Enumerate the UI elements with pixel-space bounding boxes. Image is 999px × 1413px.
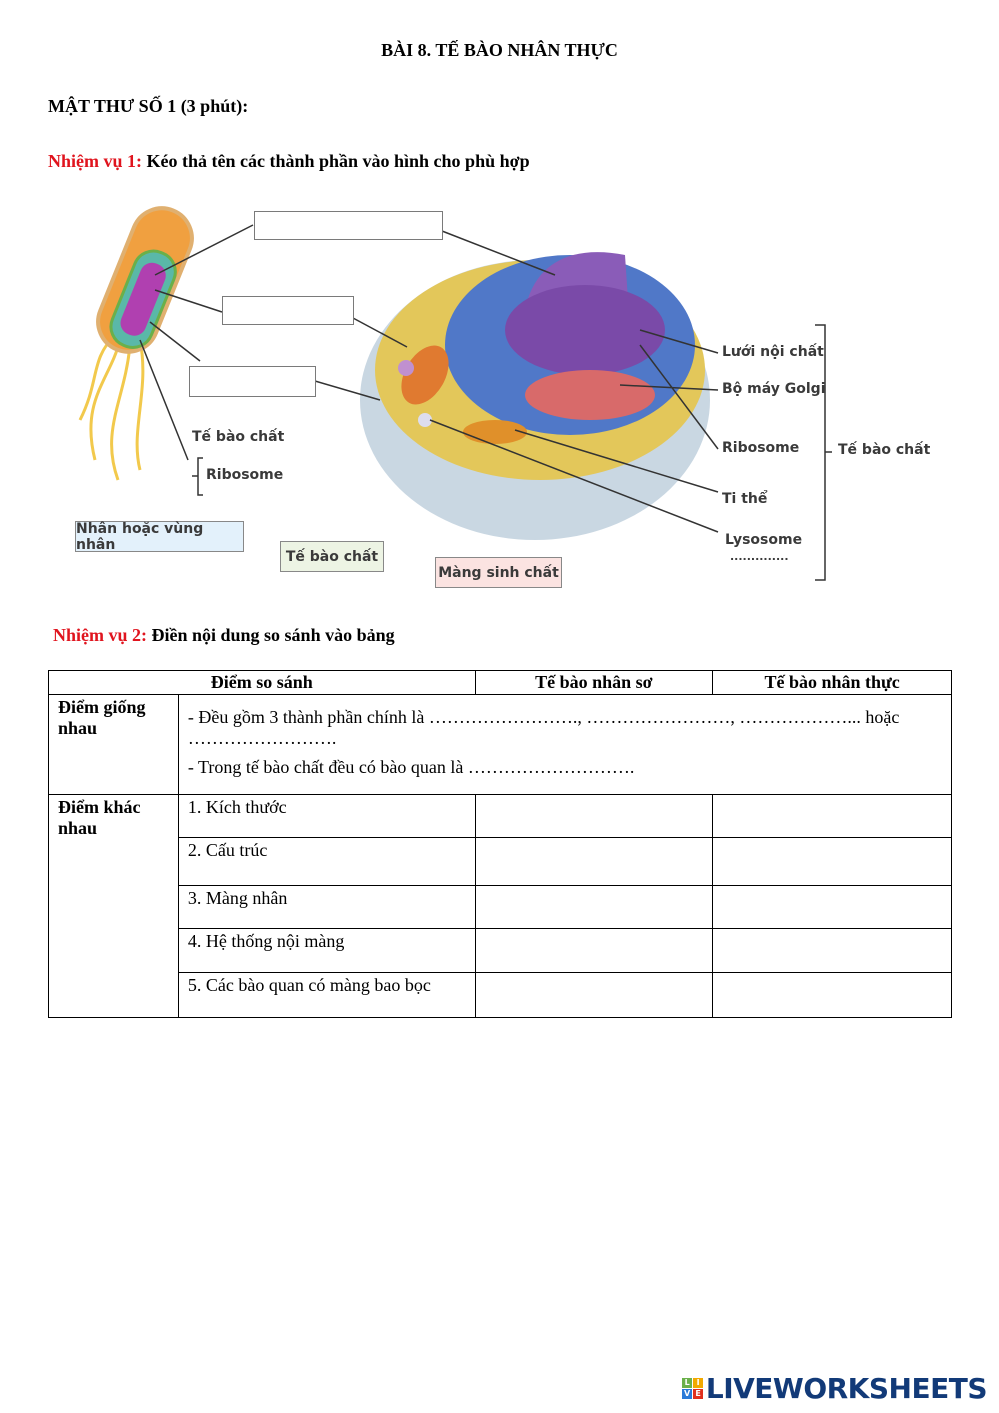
label-cytoplasm-prokaryote: Tế bào chất — [192, 429, 285, 445]
header-eukaryote: Tế bào nhân thực — [712, 670, 952, 695]
task2-heading: Nhiệm vụ 2: Điền nội dung so sánh vào bả… — [53, 625, 395, 646]
prokaryote-cell[interactable] — [474, 928, 714, 973]
eukaryote-cell[interactable] — [712, 885, 952, 929]
diff-criterion: 3. Màng nhân — [177, 885, 476, 929]
eukaryote-cell[interactable] — [712, 972, 952, 1018]
diff-criterion: 2. Cấu trúc — [177, 837, 476, 886]
label-cytoplasm-bracket: Tế bào chất — [838, 442, 931, 458]
label-ribosome: Ribosome — [722, 440, 800, 456]
label-lysosome: Lysosome — [725, 532, 803, 548]
prokaryote-cell[interactable] — [474, 837, 714, 886]
table-row: Điểm giống nhau - Đều gồm 3 thành phần c… — [48, 694, 953, 795]
diff-criterion: 1. Kích thước — [177, 794, 476, 838]
drop-zone-1[interactable] — [254, 211, 443, 240]
eukaryote-cell[interactable] — [712, 794, 952, 838]
task2-text: Điền nội dung so sánh vào bảng — [151, 625, 395, 645]
label-golgi: Bộ máy Golgi — [722, 381, 826, 397]
section-heading: MẬT THƯ SỐ 1 (3 phút): — [48, 96, 249, 116]
table-row: 4. Hệ thống nội màng — [49, 928, 952, 973]
task1-label: Nhiệm vụ 1: — [48, 151, 142, 171]
eukaryote-cell[interactable] — [712, 928, 952, 973]
bacterium-illustration — [78, 206, 194, 481]
logo-text: LIVEWORKSHEETS — [705, 1372, 988, 1405]
table-row: 5. Các bào quan có màng bao bọc — [49, 972, 952, 1018]
similar-label: Điểm giống nhau — [48, 694, 179, 795]
page-title: BÀI 8. TẾ BÀO NHÂN THỰC — [381, 40, 618, 60]
label-ribosome-prokaryote: Ribosome — [206, 467, 284, 483]
header-prokaryote: Tế bào nhân sơ — [474, 670, 714, 695]
diff-criterion: 5. Các bào quan có màng bao bọc — [177, 972, 476, 1018]
drop-zone-2[interactable] — [222, 296, 354, 325]
label-ellipsis: .............. — [730, 550, 789, 563]
cell-diagram — [78, 206, 832, 581]
draggable-cytoplasm[interactable]: Tế bào chất — [280, 541, 384, 572]
comparison-table: Điểm so sánh Tế bào nhân sơ Tế bào nhân … — [48, 670, 953, 1018]
animal-cell-illustration — [360, 252, 710, 540]
table-row: Điểm khác nhau 1. Kích thước — [48, 794, 952, 1018]
prokaryote-cell[interactable] — [474, 972, 714, 1018]
table-row: 2. Cấu trúc — [49, 837, 952, 886]
eukaryote-cell[interactable] — [712, 837, 952, 886]
drop-zone-3[interactable] — [189, 366, 316, 397]
leader-lines — [139, 224, 832, 581]
draggable-nucleus[interactable]: Nhân hoặc vùng nhân — [75, 521, 244, 553]
prokaryote-cell[interactable] — [474, 885, 714, 929]
label-er: Lưới nội chất — [722, 344, 824, 360]
table-row: 3. Màng nhân — [49, 885, 952, 929]
diff-label: Điểm khác nhau — [48, 794, 179, 1018]
diff-criterion: 4. Hệ thống nội màng — [177, 928, 476, 973]
draggable-membrane[interactable]: Màng sinh chất — [435, 557, 562, 588]
similar-line-2[interactable]: - Trong tế bào chất đều có bào quan là …… — [187, 757, 635, 777]
task1-heading: Nhiệm vụ 1: Kéo thả tên các thành phần v… — [48, 151, 530, 172]
task2-label: Nhiệm vụ 2: — [53, 625, 147, 645]
label-mitochondria: Ti thể — [722, 491, 768, 507]
table-header-row: Điểm so sánh Tế bào nhân sơ Tế bào nhân … — [48, 670, 952, 695]
similar-line-1[interactable]: - Đều gồm 3 thành phần chính là ……………………… — [187, 707, 900, 748]
header-criteria: Điểm so sánh — [48, 670, 476, 695]
task1-text: Kéo thả tên các thành phần vào hình cho … — [146, 151, 530, 171]
prokaryote-cell[interactable] — [474, 794, 714, 838]
